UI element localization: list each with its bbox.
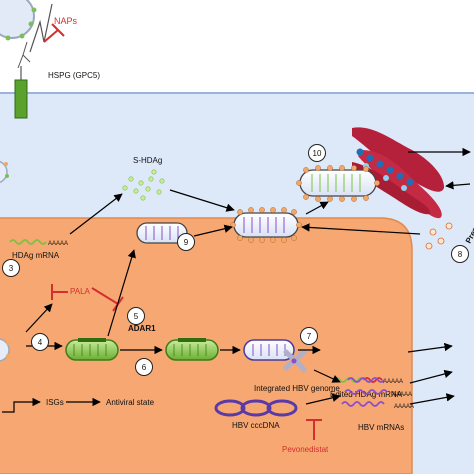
svg-text:8: 8 [458,250,463,259]
integrated-hbv-chromosome [283,349,307,373]
step-badge-8: 8 [451,245,469,263]
rnp-capsule-cytoplasm [230,207,302,243]
prenylation-label: Preny [464,221,474,245]
pres1-domain [29,3,53,53]
pala-label: PALA [70,287,91,296]
s-hdag-label: S-HDAg [133,156,162,165]
svg-text:7: 7 [307,332,312,341]
hdag-mrna-strand [9,239,47,245]
edited-mrna-edit-site [363,377,383,383]
hbv-cccdna [214,399,298,417]
genome-capsule-green [65,338,119,361]
hspg-receptor [14,41,31,119]
hdag-mrna-tail: AAAAA [48,241,68,247]
svg-text:5: 5 [134,312,139,321]
isgs-label: ISGs [46,398,64,407]
hbv-mrnas-label: HBV mRNAs [358,423,404,432]
adar1-label: ADAR1 [128,324,156,333]
svg-text:3: 3 [9,264,14,273]
hdv-virion [0,0,37,41]
genome-capsule-purple [243,339,295,361]
s-hdag-cluster [122,169,165,201]
hdag-mrna-label: HDAg mRNA [12,251,60,260]
pevonedistat-label: Pevonedistat [282,445,329,454]
hbv-mrna-tail-1: AAAAA [392,392,412,398]
edited-mrna-tail: AAAAA [383,379,403,385]
integrated-hbv-label: Integrated HBV genome [254,384,340,393]
step-badge-4: 4 [31,333,49,351]
svg-text:10: 10 [313,149,322,158]
hbv-mrna-strands [341,377,388,407]
step-badge-7: 7 [300,327,318,345]
svg-text:9: 9 [184,238,189,247]
prenylation-particles [425,222,453,250]
hspg-label: HSPG (GPC5) [48,71,100,80]
step-badge-6: 6 [135,358,153,376]
step-badge-10: 10 [308,144,326,162]
rnp-capsule-er [296,165,380,202]
hbsag-chain [356,148,414,191]
hbv-mrna-tail-2: AAAAA [394,404,414,410]
antiviral-label: Antiviral state [106,398,155,407]
rnp-left-edge [0,338,10,362]
step-badge-5: 5 [127,307,145,325]
step-badge-9: 9 [177,233,195,251]
hbv-cccdna-label: HBV cccDNA [232,421,280,430]
genome-capsule-edited [165,338,219,361]
naps-label: NAPs [54,16,78,26]
naps-inhibitor [43,23,65,43]
step-badge-3: 3 [2,259,20,277]
nuclear-rnp-capsule [136,222,188,244]
isg-promoter-arrow [2,397,41,413]
step-badges: 3 4 5 6 7 8 9 10 [2,144,469,376]
virion-left-edge [0,160,9,184]
pevonedistat-inhibitor [306,419,322,440]
svg-text:6: 6 [142,363,147,372]
svg-text:4: 4 [38,338,43,347]
